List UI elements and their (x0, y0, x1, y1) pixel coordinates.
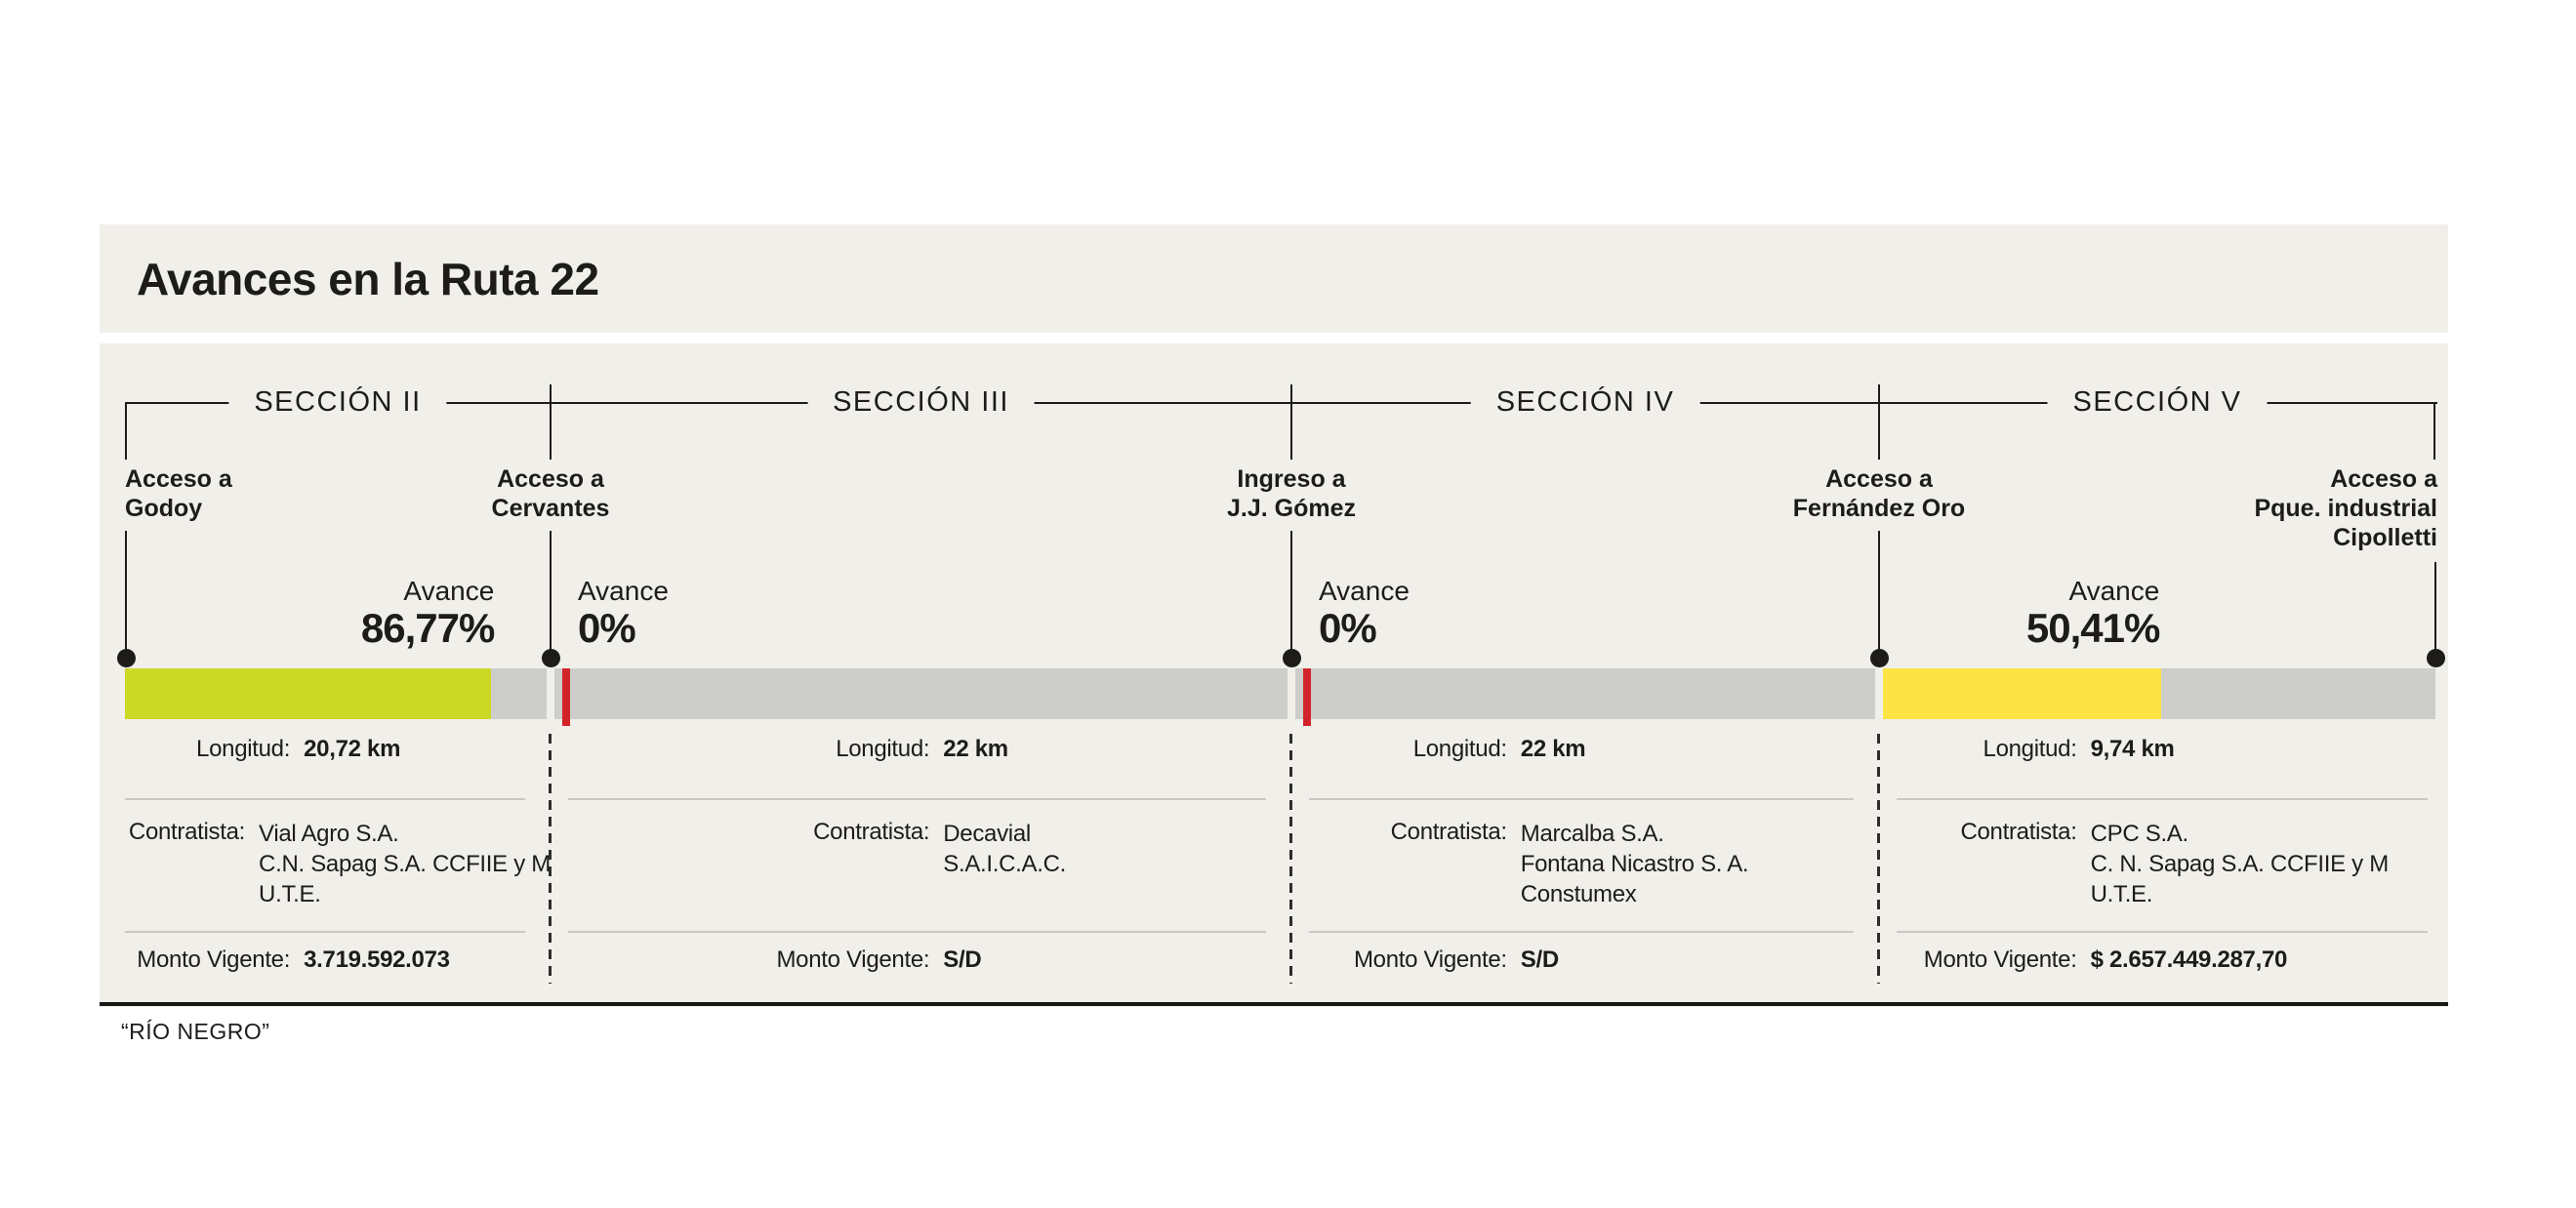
diagram-bottom-rule (100, 1002, 2448, 1006)
route-point-dot (2427, 649, 2445, 667)
contractor-row: Contratista: Decavial S.A.I.C.A.C. (813, 819, 1067, 877)
section-4-title: SECCIÓN IV (1470, 383, 1700, 421)
connector-line (550, 531, 552, 650)
contractor-row: Contratista: Marcalba S.A. Fontana Nicas… (1390, 819, 1749, 907)
route-point-dot (1870, 649, 1889, 667)
divider (568, 931, 1266, 933)
amount-row: Monto Vigente: S/D (1353, 946, 1559, 973)
section-5-progress-label: Avance 50,41% (2025, 576, 2160, 651)
boundary-dashed-line (1289, 734, 1292, 984)
section-4: SECCIÓN IV Ingreso a J.J. Gómez Avance 0… (1227, 343, 1879, 1007)
amount-row: Monto Vigente: $ 2.657.449.287,70 (1923, 946, 2288, 973)
section-3: SECCIÓN III Acceso a Cervantes Avance 0%… (492, 343, 1291, 1007)
contractor-row: Contratista: CPC S.A. C. N. Sapag S.A. C… (1960, 819, 2389, 907)
connector-line (125, 531, 127, 650)
section-5-title: SECCIÓN V (2047, 383, 2268, 421)
progress-fill-yellow (1883, 668, 2162, 719)
route-end-point: Acceso a Pque. industrial Cipolletti (2254, 465, 2437, 551)
divider (125, 931, 525, 933)
divider (125, 798, 525, 800)
zero-progress-marker (1303, 668, 1311, 726)
amount-row: Monto Vigente: S/D (776, 946, 982, 973)
connector-line (2434, 562, 2436, 650)
section-3-title: SECCIÓN III (807, 383, 1035, 421)
divider (1309, 798, 1854, 800)
section-5: SECCIÓN V Acceso a Fernández Oro Avance … (1793, 343, 2435, 1007)
section-4-progress-bar (1295, 668, 1875, 726)
length-row: Longitud: 20,72 km (196, 736, 401, 762)
section-4-progress-label: Avance 0% (1319, 576, 1410, 651)
section-3-progress-label: Avance 0% (578, 576, 669, 651)
title-box: Avances en la Ruta 22 (100, 224, 2448, 333)
section-5-start-point: Acceso a Fernández Oro (1792, 465, 1966, 522)
divider (1897, 931, 2428, 933)
connector-line (1290, 531, 1292, 650)
section-5-progress-bar (1883, 668, 2435, 719)
section-3-progress-bar (554, 668, 1288, 726)
divider (1897, 798, 2428, 800)
length-row: Longitud: 9,74 km (1983, 736, 2175, 762)
section-2-progress-bar (125, 668, 547, 719)
route-diagram: SECCIÓN II Acceso a Godoy Avance 86,77% … (100, 343, 2448, 1007)
section-2-start-point: Acceso a Godoy (125, 465, 232, 522)
section-2: SECCIÓN II Acceso a Godoy Avance 86,77% … (117, 343, 551, 1007)
section-3-start-point: Acceso a Cervantes (491, 465, 610, 522)
boundary-tick (550, 384, 552, 460)
route-point-dot (542, 649, 560, 667)
length-row: Longitud: 22 km (836, 736, 1008, 762)
contractor-row: Contratista: Vial Agro S.A. C.N. Sapag S… (128, 819, 551, 907)
boundary-dashed-line (1877, 734, 1880, 984)
progress-fill-green (125, 668, 491, 719)
length-row: Longitud: 22 km (1412, 736, 1586, 762)
section-bracket-line (125, 402, 2437, 404)
section-2-title: SECCIÓN II (228, 383, 447, 421)
divider (1309, 931, 1854, 933)
boundary-dashed-line (549, 734, 552, 984)
right-corner-tick (2433, 403, 2435, 460)
divider (568, 798, 1266, 800)
boundary-tick (1878, 384, 1880, 460)
section-4-start-point: Ingreso a J.J. Gómez (1227, 465, 1356, 522)
section-2-progress-label: Avance 86,77% (360, 576, 495, 651)
zero-progress-marker (562, 668, 570, 726)
boundary-tick (1290, 384, 1292, 460)
connector-line (1878, 531, 1880, 650)
source-credit: “RÍO NEGRO” (121, 1019, 270, 1044)
left-corner-tick (125, 403, 127, 460)
amount-row: Monto Vigente: 3.719.592.073 (137, 946, 450, 973)
route-point-dot (1283, 649, 1301, 667)
route-point-dot (117, 649, 136, 667)
page-title: Avances en la Ruta 22 (137, 253, 599, 304)
